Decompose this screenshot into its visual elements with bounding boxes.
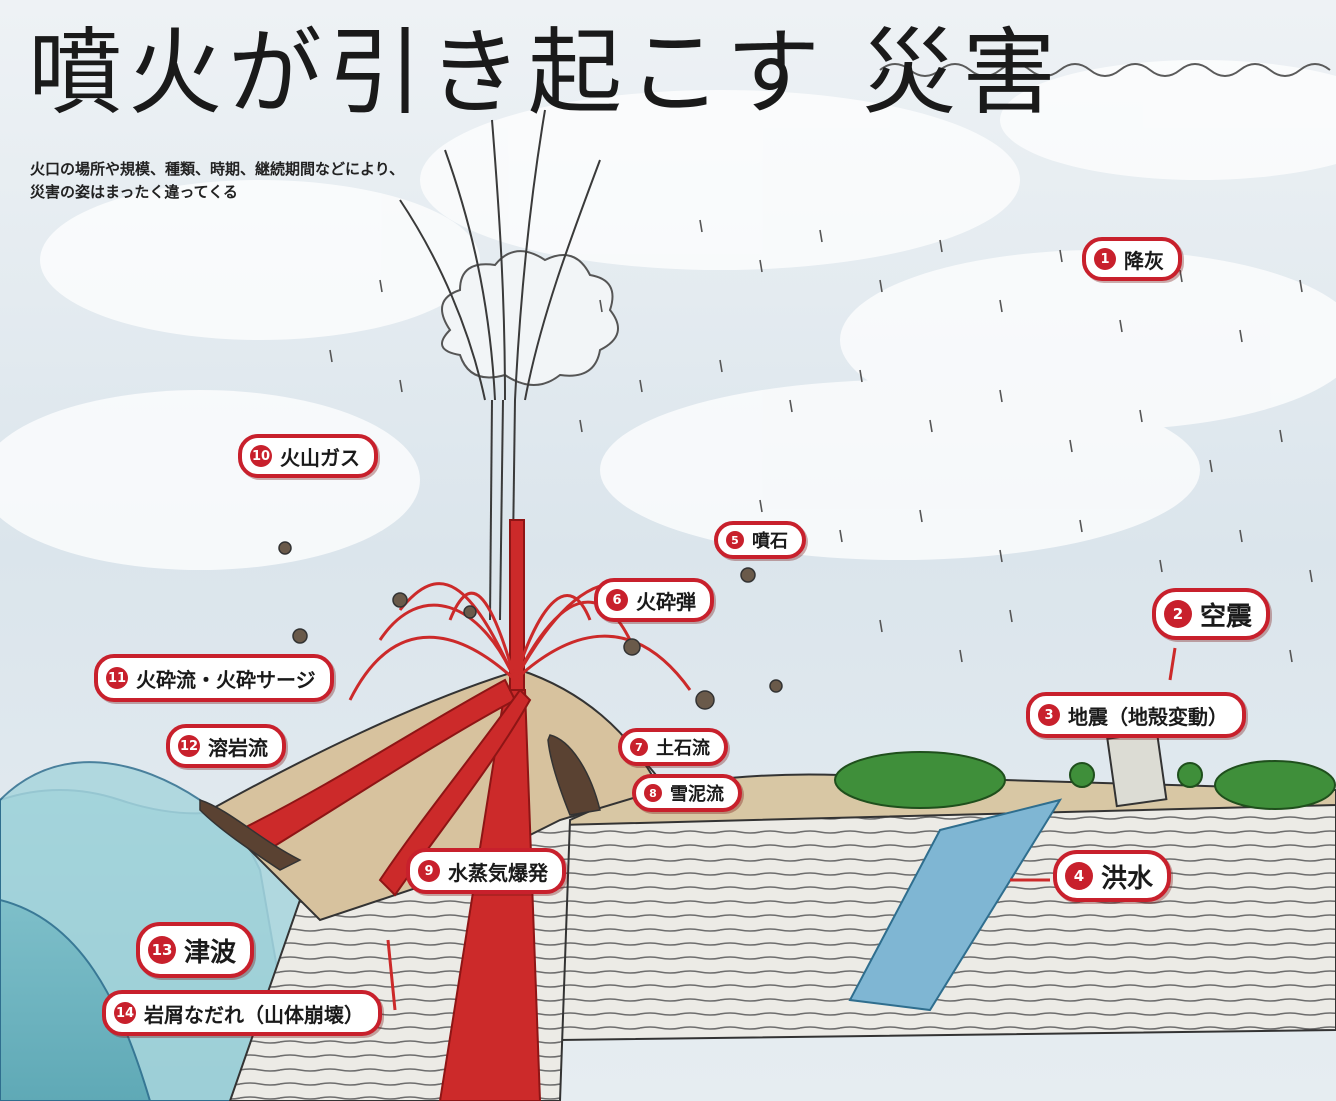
- hazard-name: 降灰: [1124, 248, 1164, 273]
- air-wave-lines: [879, 63, 1331, 77]
- lava: [238, 519, 542, 1101]
- hazard-label-pyroclastic-flow: 11 火砕流・火砕サージ: [94, 654, 334, 702]
- hazard-name: 火砕流・火砕サージ: [136, 667, 316, 692]
- hazard-number: 2: [1164, 600, 1192, 628]
- hazard-name: 地震（地殻変動）: [1068, 704, 1228, 729]
- hazard-label-phreatic-eruption: 9 水蒸気爆発: [406, 848, 566, 894]
- hazard-name: 雪泥流: [670, 784, 724, 805]
- hazard-label-air-shock: 2 空震: [1152, 588, 1271, 640]
- debris-flow: [199, 734, 601, 871]
- page-subtitle: 火口の場所や規模、種類、時期、継続期間などにより、 災害の姿はまったく違ってくる: [30, 158, 404, 204]
- hazard-name: 土石流: [656, 738, 710, 759]
- hazard-name: 溶岩流: [208, 735, 268, 760]
- label-pointers: [386, 647, 1177, 1011]
- hazard-name: 津波: [184, 937, 237, 968]
- flood-water: [848, 798, 1063, 1012]
- eruption-column-lines: [399, 109, 601, 621]
- building: [1106, 730, 1168, 808]
- hazard-number: 9: [418, 860, 440, 882]
- cloud-layer: [0, 60, 1336, 570]
- hazard-name: 空震: [1200, 601, 1253, 632]
- ash-fall-marks: [329, 219, 1313, 663]
- hazard-label-volcanic-gas: 10 火山ガス: [238, 434, 378, 478]
- subtitle-line-2: 災害の姿はまったく違ってくる: [30, 183, 238, 201]
- hazard-number: 4: [1065, 862, 1093, 890]
- volcanic-bombs: [278, 541, 783, 710]
- hazard-number: 13: [148, 936, 176, 964]
- hazard-number: 8: [644, 784, 662, 802]
- hazard-number: 11: [106, 667, 128, 689]
- hazard-number: 10: [250, 445, 272, 467]
- hazard-name: 火砕弾: [636, 589, 696, 614]
- subtitle-line-1: 火口の場所や規模、種類、時期、継続期間などにより、: [30, 160, 405, 178]
- hazard-number: 6: [606, 589, 628, 611]
- hazard-number: 14: [114, 1002, 136, 1024]
- hazard-name: 水蒸気爆発: [448, 860, 548, 885]
- hazard-label-tsunami: 13 津波: [136, 922, 255, 978]
- hazard-label-ash-fall: 1 降灰: [1082, 237, 1182, 281]
- hazard-label-volcanic-bombs: 6 火砕弾: [594, 578, 714, 622]
- hazard-name: 噴石: [752, 531, 788, 552]
- hazard-name: 洪水: [1101, 863, 1154, 894]
- hazard-number: 12: [178, 735, 200, 757]
- hazard-label-debris-flow: 7 土石流: [618, 728, 728, 766]
- page-title: 噴火が引き起こす 災害: [28, 19, 1063, 128]
- hazard-label-flood: 4 洪水: [1053, 850, 1172, 902]
- hazard-name: 岩屑なだれ（山体崩壊）: [144, 1002, 364, 1027]
- hazard-number: 7: [630, 738, 648, 756]
- hazard-label-debris-avalanche: 14 岩屑なだれ（山体崩壊）: [102, 990, 382, 1036]
- hazard-label-volcanic-blocks: 5 噴石: [714, 521, 806, 559]
- hazard-name: 火山ガス: [280, 445, 360, 470]
- hazard-label-earthquake: 3 地震（地殻変動）: [1026, 692, 1246, 738]
- hazard-number: 3: [1038, 704, 1060, 726]
- hazard-label-snow-mudflow: 8 雪泥流: [632, 774, 742, 812]
- hazard-number: 5: [726, 531, 744, 549]
- hazard-label-lava-flow: 12 溶岩流: [166, 724, 286, 768]
- hazard-number: 1: [1094, 248, 1116, 270]
- trees: [834, 751, 1336, 810]
